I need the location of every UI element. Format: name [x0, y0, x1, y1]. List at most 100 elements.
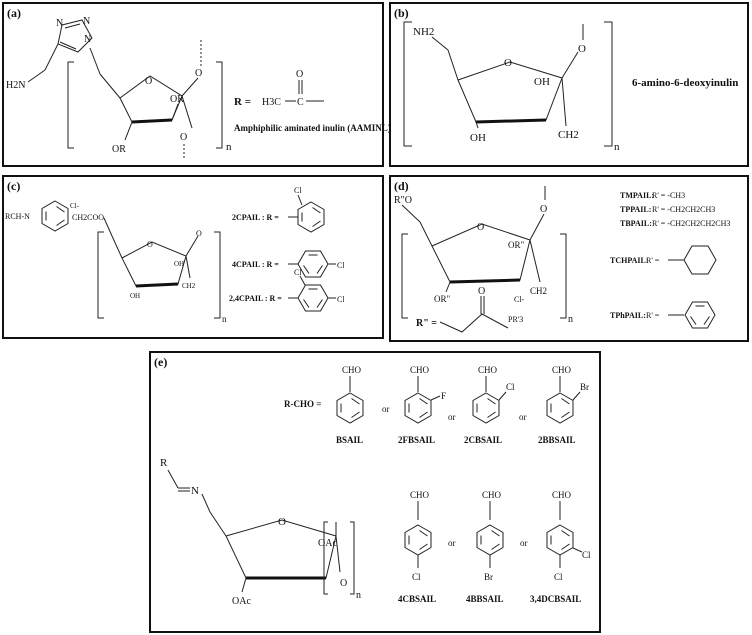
panel-c: (c) RCH-N Cl- CH2COO n O OH OH O CH2 2CP… [2, 175, 384, 339]
benzene-ring [297, 201, 325, 233]
furanose-ring [457, 61, 563, 123]
atom-ch2: CH2 [530, 286, 547, 296]
r-definition: R = [234, 96, 251, 108]
furanose-ring [225, 519, 337, 579]
atom-o: O [340, 578, 347, 589]
atom-cl: Cl [337, 295, 345, 304]
atom-ch2: CH2 [182, 282, 196, 290]
benzene-ring [297, 250, 329, 278]
panel-c-label: (c) [7, 179, 20, 193]
compound-name-aaminl: Amphiphilic aminated inulin (AAMINL) [234, 123, 391, 133]
bracket-right [560, 233, 567, 319]
atom-c: C [297, 97, 304, 108]
bracket-left [403, 21, 412, 147]
bracket-right [216, 61, 223, 149]
bracket-right [214, 231, 221, 319]
pyridinium-ring [41, 200, 69, 232]
atom-oh: OH [534, 76, 550, 88]
panel-a-label: (a) [7, 6, 21, 20]
subscript-n: n [568, 314, 573, 325]
atom-cl: Cl [294, 268, 302, 277]
atom-cl: Cl [412, 572, 421, 582]
atom-cl: Cl [582, 550, 591, 560]
atom-oh: OH [174, 260, 184, 268]
subscript-n: n [356, 590, 361, 601]
atom-cho: CHO [410, 365, 430, 375]
atom-o: O [195, 68, 202, 79]
variant-24cpail: 2,4CPAIL : R = [229, 294, 282, 303]
or-text: or [520, 538, 528, 548]
atom-o: O [477, 222, 484, 233]
name-bsail: BSAIL [336, 435, 363, 445]
atom-o: O [578, 43, 586, 55]
atom-or: OR [112, 144, 126, 155]
r-double-prime-definition: R" = [416, 318, 437, 329]
atom-ch2coo: CH2COO [72, 213, 104, 222]
name-2fbsail: 2FBSAIL [398, 435, 435, 445]
bracket-right [604, 21, 613, 147]
benzene-ring [297, 284, 329, 312]
cyclohexane-ring [683, 245, 717, 275]
panel-b: (b) n NH2 O OH OH O CH2 6-amino-6-deoxyi… [389, 2, 749, 167]
atom-n: N [56, 18, 63, 29]
atom-or: OR [170, 94, 184, 105]
triazole-ring [57, 19, 93, 53]
atom-cho: CHO [410, 490, 430, 500]
atom-o: O [147, 240, 153, 249]
name-4bbsail: 4BBSAIL [466, 594, 504, 604]
atom-cl: Cl [294, 186, 302, 195]
name-34dcbsail: 3,4DCBSAIL [530, 594, 581, 604]
bracket-left [323, 521, 328, 595]
subscript-n: n [222, 314, 227, 324]
or-text: or [519, 412, 527, 422]
atom-o: O [478, 286, 485, 297]
atom-h3c: H3C [262, 97, 281, 108]
aldehyde-2cbsail: CHO Cl 2CBSAIL [464, 365, 515, 445]
atom-nh2: NH2 [413, 26, 434, 38]
aldehyde-bsail: CHO BSAIL [336, 365, 364, 445]
or-text: or [448, 412, 456, 422]
bracket-left [97, 231, 104, 319]
panel-e: (e) R N O OAc OAc O n R-CHO = CHO BSAIL … [149, 351, 601, 633]
aldehyde-2fbsail: CHO F 2FBSAIL [398, 365, 446, 445]
atom-cho: CHO [478, 365, 498, 375]
name-4cbsail: 4CBSAIL [398, 594, 436, 604]
atom-o: O [180, 132, 187, 143]
aldehyde-2bbsail: CHO Br 2BBSAIL [538, 365, 589, 445]
panel-d-label: (d) [394, 179, 409, 193]
atom-o: O [296, 69, 303, 80]
atom-o: O [196, 229, 202, 238]
variant-tphpail: TPhPAIL: [610, 311, 646, 320]
atom-rchn: RCH-N [5, 212, 30, 221]
variant-tchpail-formula: R' = [646, 256, 660, 265]
panel-d: (d) R"O n O OR" OR" O CH2 R" = O Cl- PR'… [389, 175, 749, 342]
atom-n: N [83, 16, 90, 27]
variant-tmpail-formula: R' = -CH3 [652, 191, 685, 200]
atom-cl: Cl [506, 382, 515, 392]
panel-b-label: (b) [394, 6, 409, 20]
furanose-ring [431, 223, 531, 283]
bracket-left [67, 61, 74, 149]
compound-name-aminoinulin: 6-amino-6-deoxyinulin [632, 77, 738, 89]
aldehyde-4cbsail: CHO Cl 4CBSAIL [398, 490, 436, 604]
name-2bbsail: 2BBSAIL [538, 435, 576, 445]
atom-f: F [441, 391, 446, 401]
panel-b-frame [389, 2, 749, 167]
subscript-n: n [226, 141, 232, 153]
variant-4cpail: 4CPAIL : R = [232, 260, 279, 269]
atom-n: N [84, 34, 91, 45]
atom-or: OR" [434, 294, 451, 304]
panel-e-frame [149, 351, 601, 633]
atom-br: Br [484, 572, 493, 582]
atom-br: Br [580, 382, 589, 392]
atom-oh: OH [130, 292, 140, 300]
atom-pr3: PR'3 [508, 315, 523, 324]
variant-tchpail: TCHPAIL: [610, 256, 649, 265]
atom-o: O [278, 516, 286, 528]
bracket-right [350, 521, 355, 595]
atom-r: R [160, 457, 168, 469]
rcho-definition: R-CHO = [284, 399, 321, 409]
panel-c-frame [2, 175, 384, 339]
or-text: or [448, 538, 456, 548]
